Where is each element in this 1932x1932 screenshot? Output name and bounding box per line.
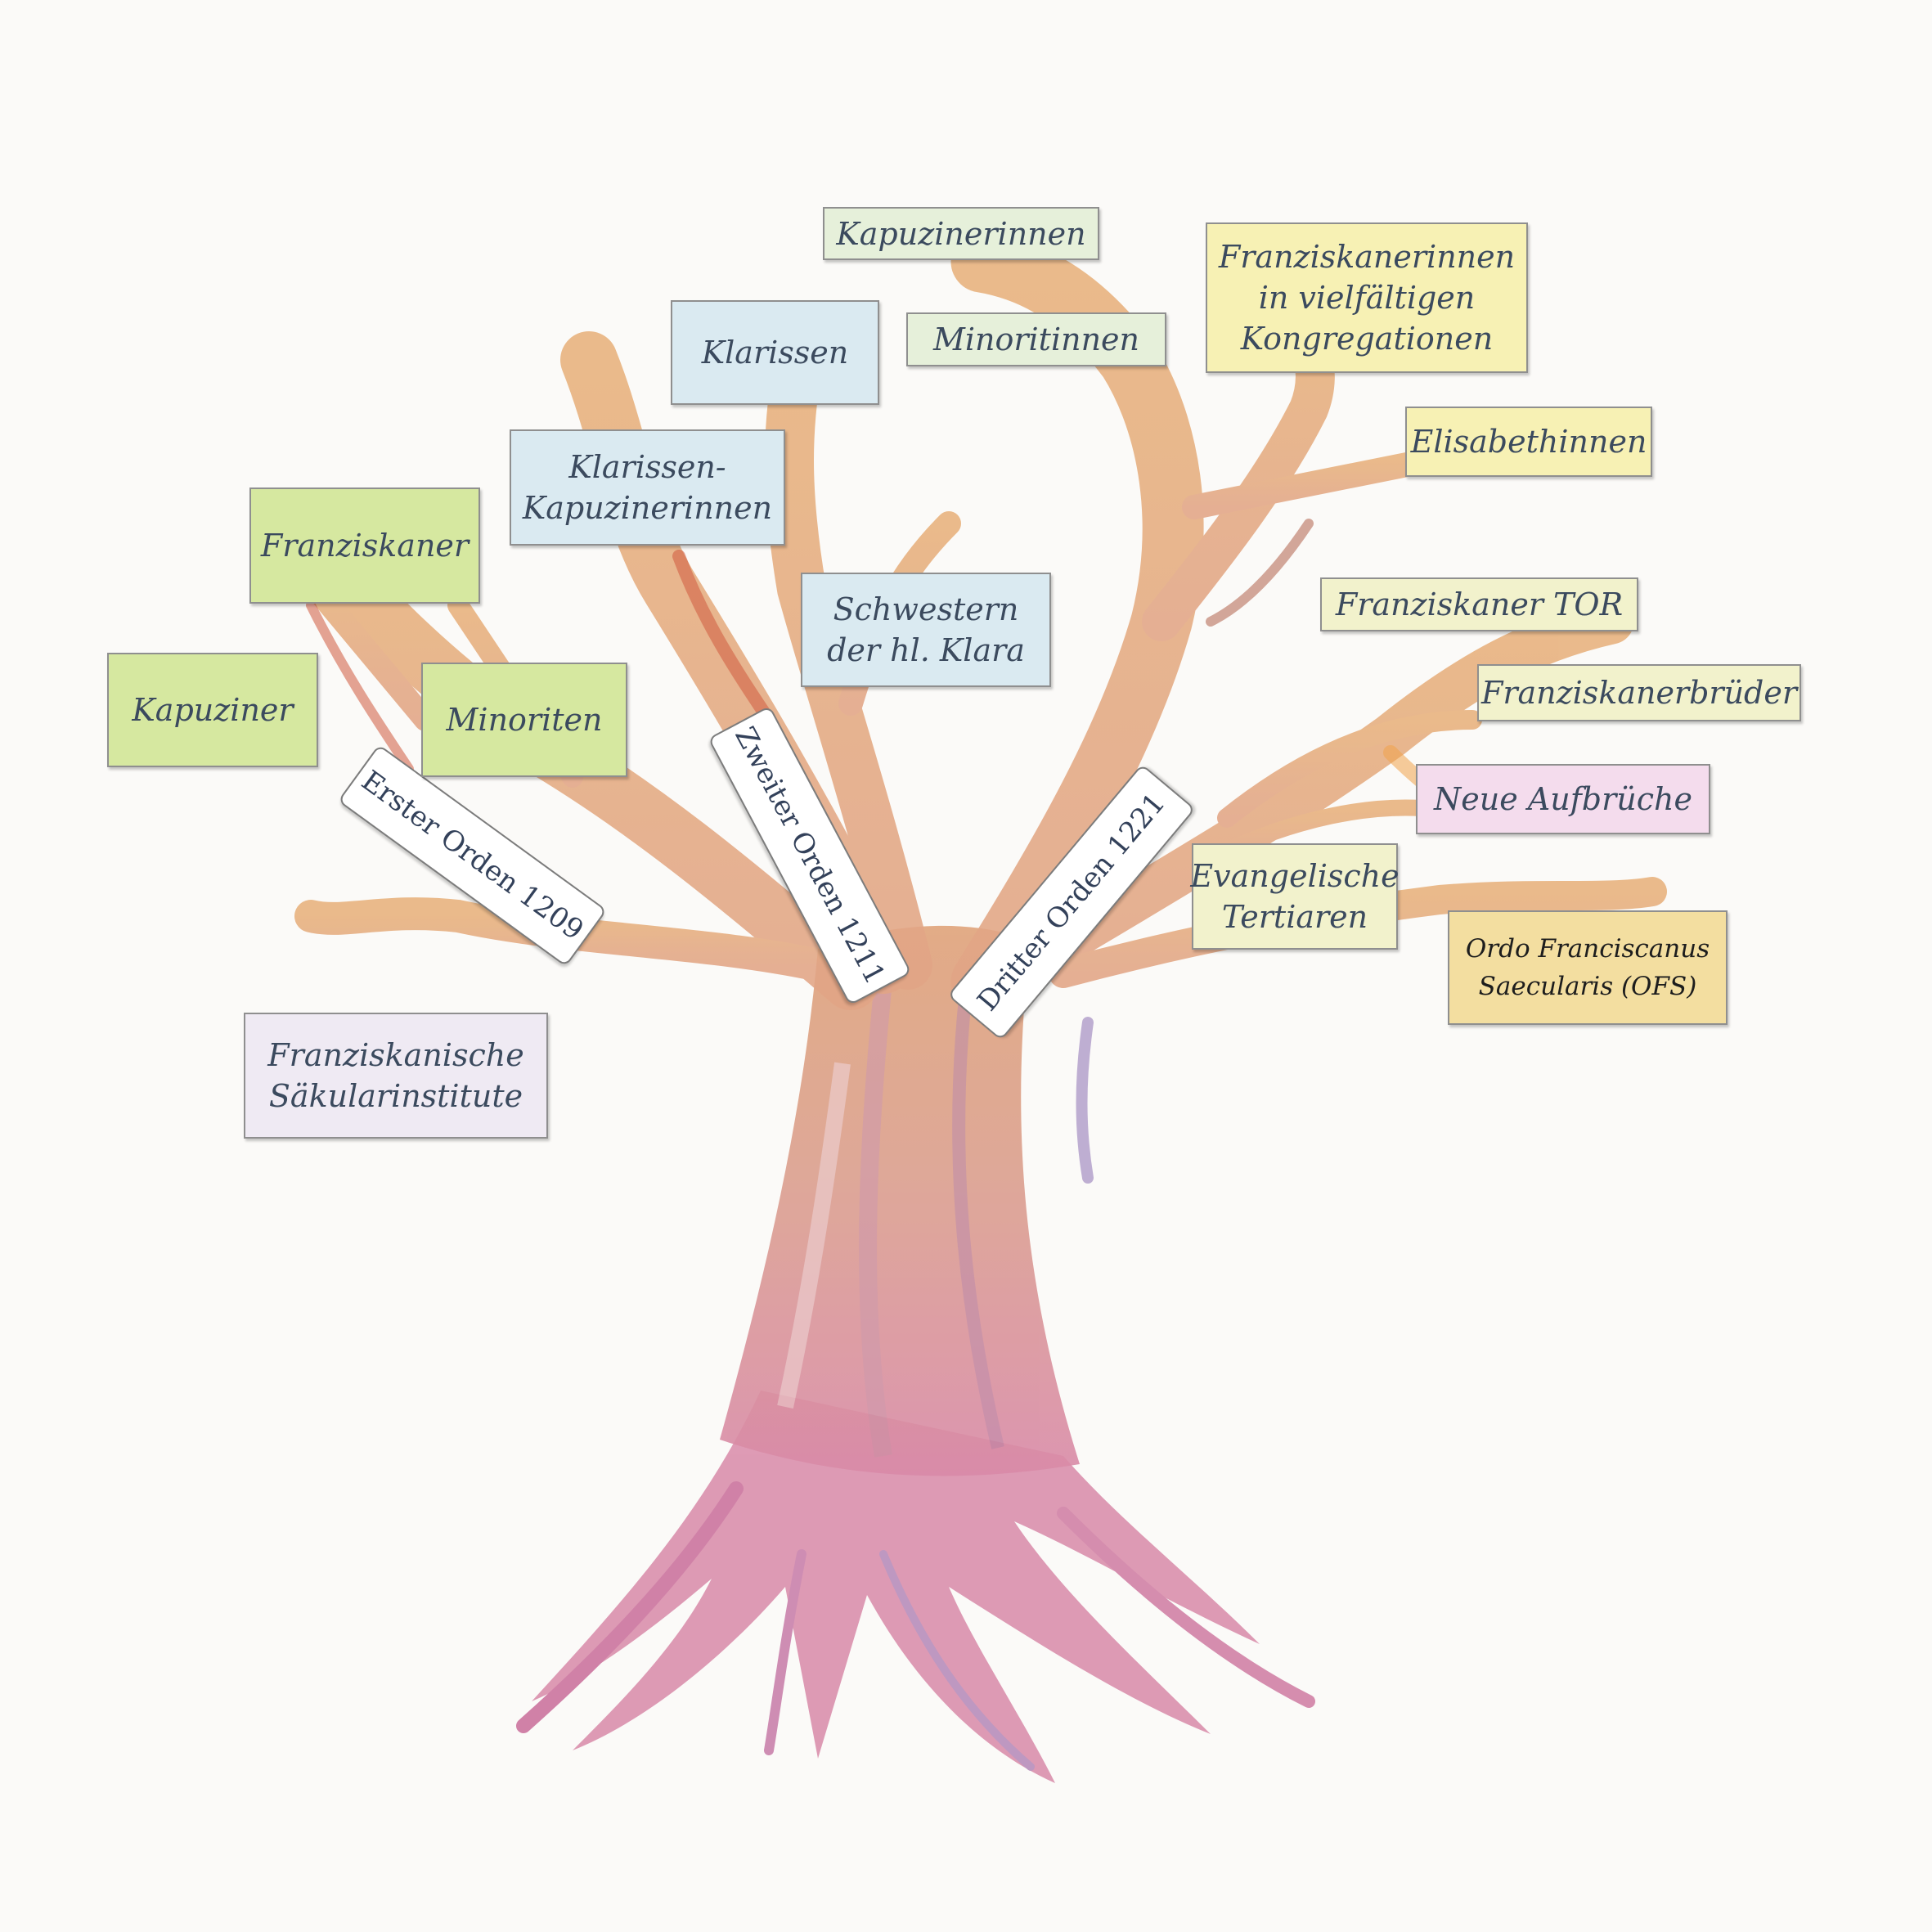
label-kapuzinerinnen: Kapuzinerinnen [823, 207, 1099, 260]
label-klarissen: Klarissen [671, 300, 879, 405]
label-franziskaner: Franziskaner [249, 487, 480, 604]
label-franziskaner-tor: Franziskaner TOR [1320, 577, 1638, 631]
label-ordo-franciscanus-saecularis: Ordo Franciscanus Saecularis (OFS) [1448, 910, 1728, 1025]
label-schwestern-der-hl-klara: Schwestern der hl. Klara [801, 573, 1051, 687]
label-klarissen-kapuzinerinnen: Klarissen- Kapuzinerinnen [510, 429, 785, 546]
tree-trunk [720, 925, 1080, 1476]
label-kapuziner: Kapuziner [107, 653, 318, 767]
label-franziskanerinnen-kongregationen: Franziskanerinnen in vielfältigen Kongre… [1206, 222, 1528, 373]
label-evangelische-tertiaren: Evangelische Tertiaren [1190, 843, 1400, 950]
label-franziskanerbrueder: Franziskanerbrüder [1477, 664, 1801, 721]
label-minoriten: Minoriten [421, 663, 627, 777]
label-neue-aufbrueche: Neue Aufbrüche [1416, 764, 1710, 834]
tree-roots [516, 1391, 1315, 1783]
label-elisabethinnen: Elisabethinnen [1405, 407, 1652, 477]
label-franziskanische-saekularinstitute: Franziskanische Säkularinstitute [244, 1013, 548, 1139]
label-minoritinnen: Minoritinnen [906, 312, 1166, 366]
